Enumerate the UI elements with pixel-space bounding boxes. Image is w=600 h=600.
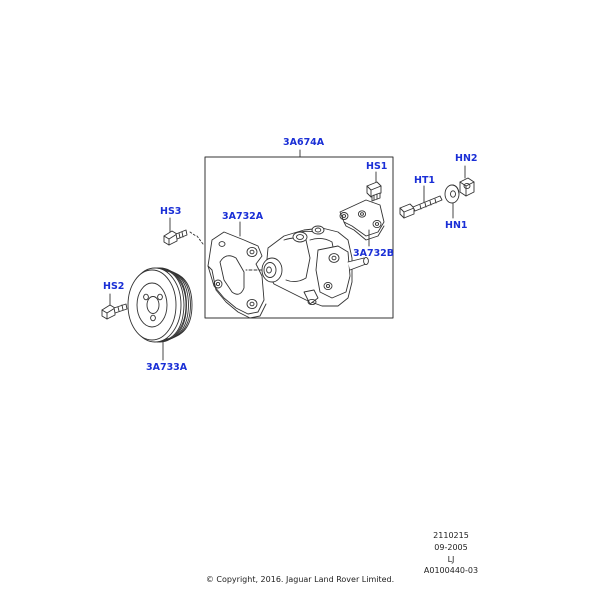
nut-hn2 — [459, 177, 475, 197]
assembly-frame — [204, 156, 394, 319]
callout-hs1: HS1 — [366, 161, 388, 172]
reference-date: 09-2005 — [434, 543, 468, 552]
steering-pump — [245, 225, 369, 307]
bolt-hs2 — [101, 303, 128, 320]
bolt-hs3 — [163, 229, 188, 246]
bracket-3a732a — [207, 231, 267, 319]
washer-hn1 — [444, 184, 460, 204]
callout-hs2: HS2 — [103, 281, 125, 292]
callout-3a733a: 3A733A — [146, 362, 188, 373]
callout-ht1: HT1 — [414, 175, 436, 186]
stud-ht1 — [399, 195, 443, 219]
reference-model: LJ — [447, 555, 455, 564]
reference-number: 2110215 — [433, 531, 469, 540]
callout-hn2: HN2 — [455, 153, 478, 164]
bolt-hs3-alignment — [189, 231, 204, 245]
callout-3a732b: 3A732B — [353, 248, 395, 259]
copyright-notice: © Copyright, 2016. Jaguar Land Rover Lim… — [205, 575, 395, 584]
bracket-3a732b — [339, 199, 385, 241]
callout-3a732a: 3A732A — [222, 211, 264, 222]
callout-3a674a: 3A674A — [283, 137, 325, 148]
callout-hs3: HS3 — [160, 206, 182, 217]
bolt-hs1 — [366, 181, 382, 202]
reference-illustration-id: A0100440-03 — [423, 566, 479, 575]
pulley-3a733a — [127, 267, 193, 343]
callout-hn1: HN1 — [445, 220, 468, 231]
